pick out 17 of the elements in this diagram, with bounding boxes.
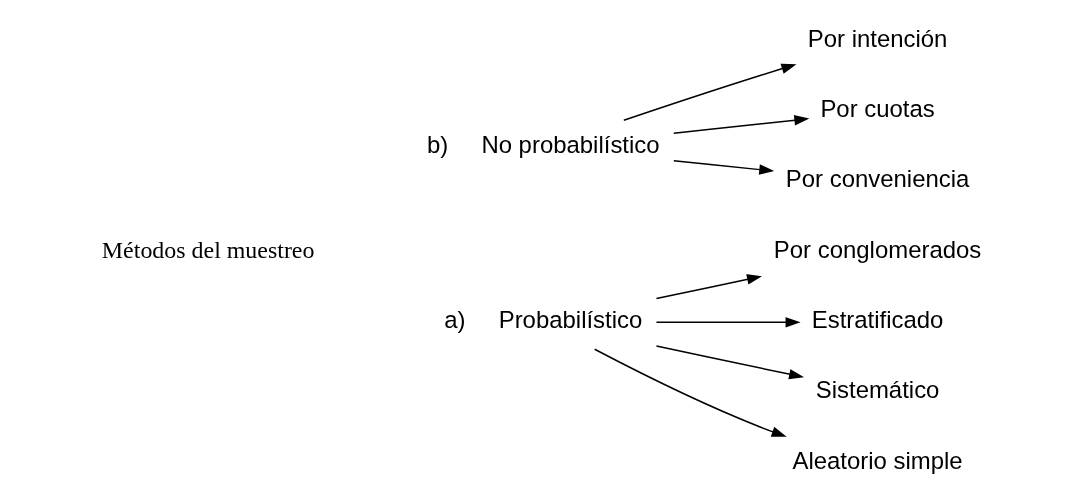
arrow — [655, 317, 801, 328]
arrow — [623, 63, 797, 121]
node-text: Aleatorio simple — [792, 446, 963, 474]
node-text: Por cuotas — [820, 95, 935, 123]
arrow — [673, 159, 775, 175]
arrow — [673, 115, 810, 135]
arrow — [593, 348, 787, 437]
node-text: a) Probabilístico — [444, 305, 643, 333]
node-text: Por intención — [807, 24, 948, 52]
node-text: Estratificado — [811, 305, 944, 333]
node-text: Sistemático — [815, 376, 940, 404]
arrow — [655, 274, 762, 300]
arrow — [655, 345, 805, 380]
node-text: b) No probabilístico — [426, 130, 660, 158]
node-text: Por conveniencia — [785, 165, 970, 193]
node-text: Métodos del muestreo — [101, 236, 315, 263]
node-text: Por conglomerados — [773, 235, 982, 263]
